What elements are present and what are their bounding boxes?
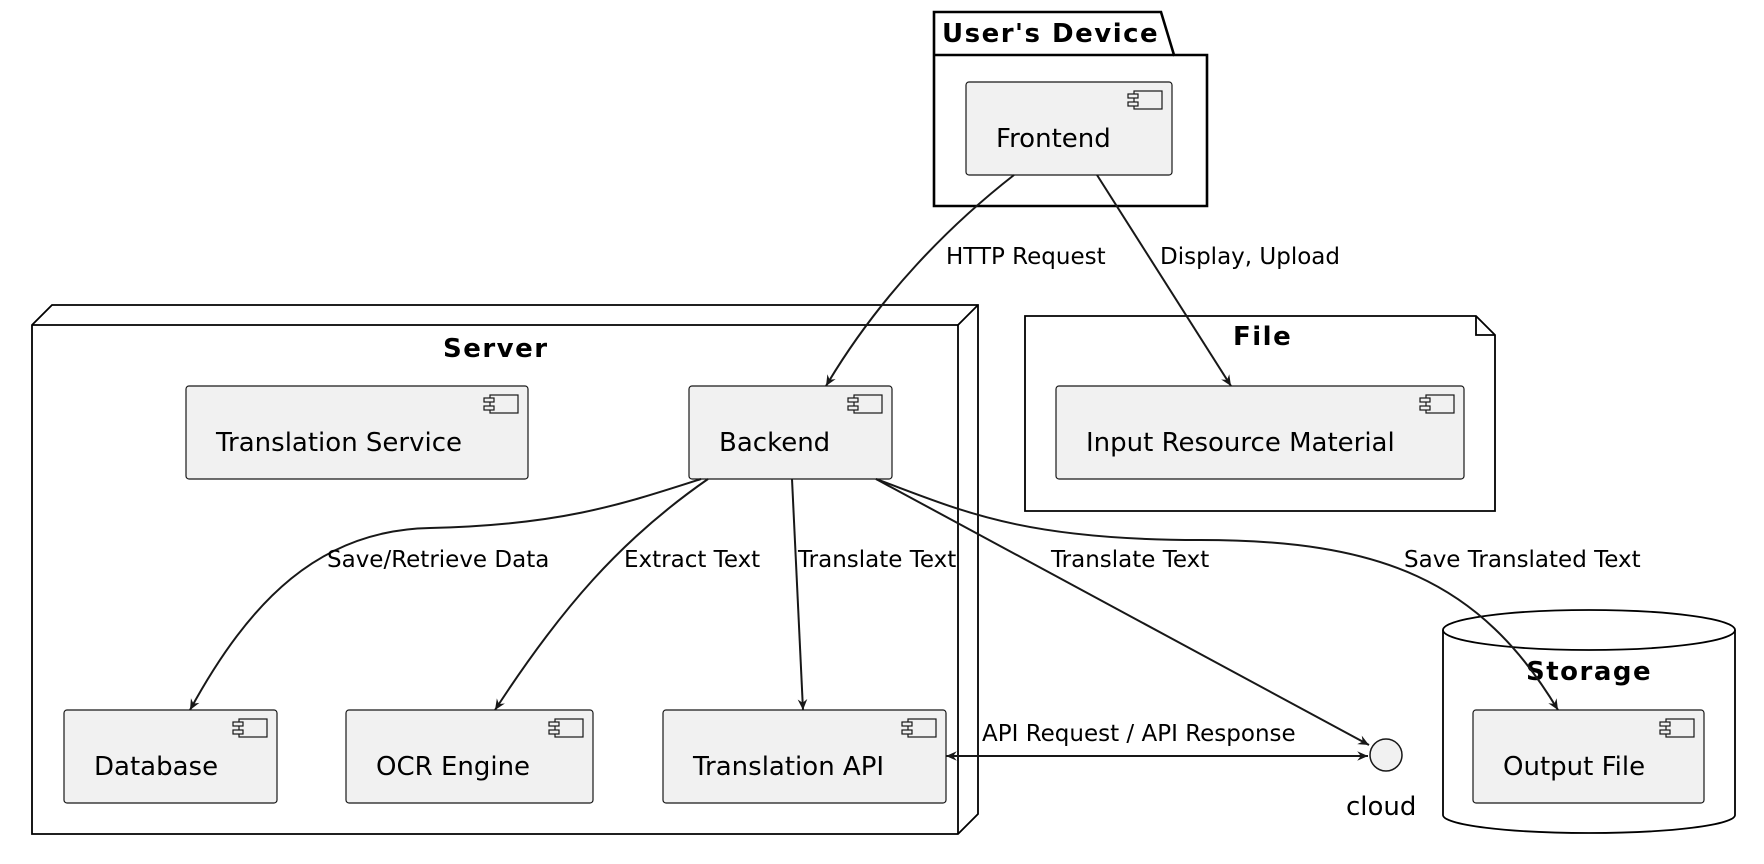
storage-title: Storage [1526,657,1652,687]
backend-component[interactable]: Backend [688,385,893,480]
edge-translate-text-api [791,478,808,711]
server-node: Server [31,304,979,835]
translation-api-label: Translation API [692,752,884,782]
backend-label: Backend [719,428,830,458]
input-resource-material-component[interactable]: Input Resource Material [1055,385,1465,480]
translation-service-label: Translation Service [215,428,462,458]
edge-display-upload [1096,174,1232,387]
translation-service-component[interactable]: Translation Service [185,385,529,480]
edge-label-save-translated: Save Translated Text [1404,547,1641,573]
storage-database: Storage [1442,609,1736,834]
edge-translate-text-cloud [875,478,1370,746]
frontend-label: Frontend [996,124,1111,154]
edge-label-save-retrieve: Save/Retrieve Data [327,547,549,573]
users-device-title: User's Device [942,19,1159,49]
frontend-component[interactable]: Frontend [965,81,1173,176]
ocr-engine-label: OCR Engine [376,752,530,782]
output-file-label: Output File [1503,752,1645,782]
database-component[interactable]: Database [63,709,278,804]
cloud-interface[interactable]: cloud [1346,738,1416,822]
edge-label-translate-text-cloud: Translate Text [1050,547,1209,573]
input-resource-material-label: Input Resource Material [1086,428,1395,458]
ocr-engine-component[interactable]: OCR Engine [345,709,594,804]
database-label: Database [94,752,218,782]
edge-label-translate-text-api: Translate Text [797,547,956,573]
file-note: File [1024,315,1496,512]
edge-save-translated [875,478,1559,711]
edge-http-request [825,174,1015,387]
translation-api-component[interactable]: Translation API [662,709,947,804]
edge-label-http-request: HTTP Request [946,244,1106,270]
edge-label-api-request-response: API Request / API Response [982,721,1296,747]
edge-extract-text [494,478,709,711]
edge-save-retrieve [189,478,702,711]
server-title: Server [443,334,549,364]
edge-label-extract-text: Extract Text [624,547,760,573]
users-device-package: User's Device [932,10,1209,208]
cloud-label: cloud [1346,792,1416,822]
file-title: File [1233,322,1292,352]
edge-label-display-upload: Display, Upload [1160,244,1340,270]
output-file-component[interactable]: Output File [1472,709,1705,804]
interface-circle-icon [1369,738,1403,772]
